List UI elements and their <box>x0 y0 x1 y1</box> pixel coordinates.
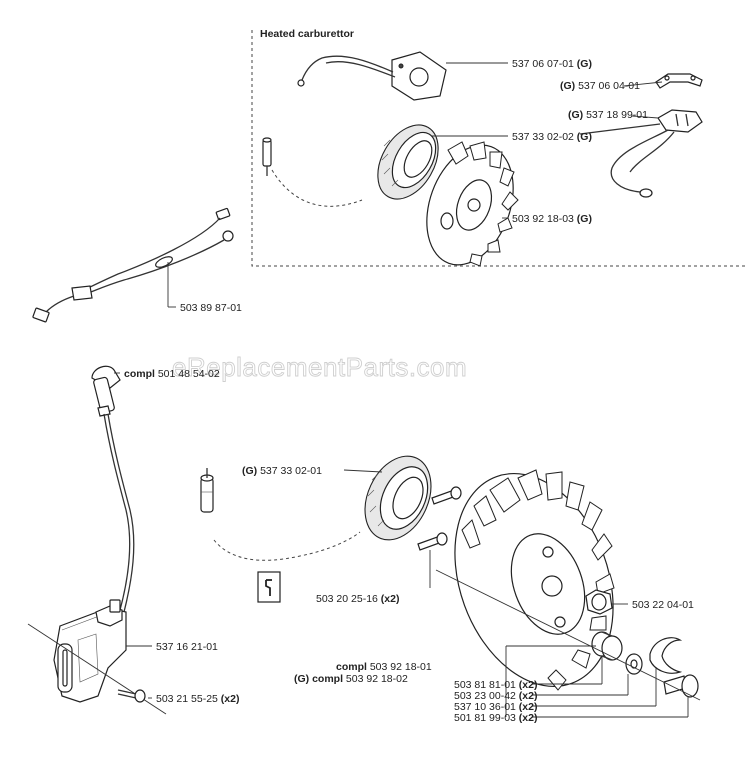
label-washer: 503 23 00-42 (x2) <box>454 690 537 702</box>
label-nut: 503 22 04-01 <box>632 599 694 611</box>
spark-plug-cap[interactable] <box>91 365 135 613</box>
watermark: eReplacementParts.com <box>172 352 467 382</box>
generator-coil-main[interactable] <box>352 445 444 550</box>
label-flywheel-heated: 503 92 18-03 (G) <box>512 213 592 225</box>
clip-part[interactable] <box>655 73 703 89</box>
label-flywheel-compl-g: (G) compl 503 92 18-02 <box>294 673 408 685</box>
hidden-line-2 <box>213 531 361 561</box>
label-ignition-module: 537 16 21-01 <box>156 641 218 653</box>
leader-lines <box>114 62 689 718</box>
nut-part[interactable] <box>585 589 613 615</box>
module-screw[interactable] <box>117 689 146 703</box>
hidden-line-1 <box>271 169 363 207</box>
label-spark-plug-cap: compl 501 48 54-02 <box>124 368 220 380</box>
wrench-icon <box>257 571 281 603</box>
label-clip: (G) 537 06 04-01 <box>560 80 640 92</box>
flywheel-main[interactable] <box>427 451 641 708</box>
label-spring: 503 81 81-01 (x2) <box>454 679 537 691</box>
spark-plug-boot-small[interactable] <box>262 137 272 176</box>
generator-coil-heated[interactable] <box>365 114 450 209</box>
label-module-screws: 503 21 55-25 (x2) <box>156 693 239 705</box>
pawl-bolt[interactable] <box>663 674 699 698</box>
label-generator-main: (G) 537 33 02-01 <box>242 465 322 477</box>
pawl-part[interactable] <box>649 637 683 674</box>
label-generator-coil-heated: 537 33 02-02 (G) <box>512 131 592 143</box>
label-pawl-bolt: 501 81 99-03 (x2) <box>454 712 537 724</box>
label-sensor: (G) 537 18 99-01 <box>568 109 648 121</box>
wire-harness[interactable] <box>32 207 234 323</box>
label-pawl: 537 10 36-01 (x2) <box>454 701 537 713</box>
heat-element[interactable] <box>297 51 447 101</box>
flywheel-heated[interactable] <box>411 133 529 277</box>
sensor-part[interactable] <box>579 109 703 198</box>
screw-pair[interactable] <box>417 486 462 551</box>
washer-part[interactable] <box>625 653 643 675</box>
label-wire-harness: 503 89 87-01 <box>180 302 242 314</box>
heated-section-title: Heated carburettor <box>260 28 354 40</box>
ignition-module[interactable] <box>53 599 127 703</box>
label-heat-element: 537 06 07-01 (G) <box>512 58 592 70</box>
heated-section-border <box>251 30 745 267</box>
spark-plug-boot-main[interactable] <box>200 468 214 513</box>
label-flywheel-compl: compl 503 92 18-01 <box>336 661 432 673</box>
label-screws: 503 20 25-16 (x2) <box>316 593 399 605</box>
